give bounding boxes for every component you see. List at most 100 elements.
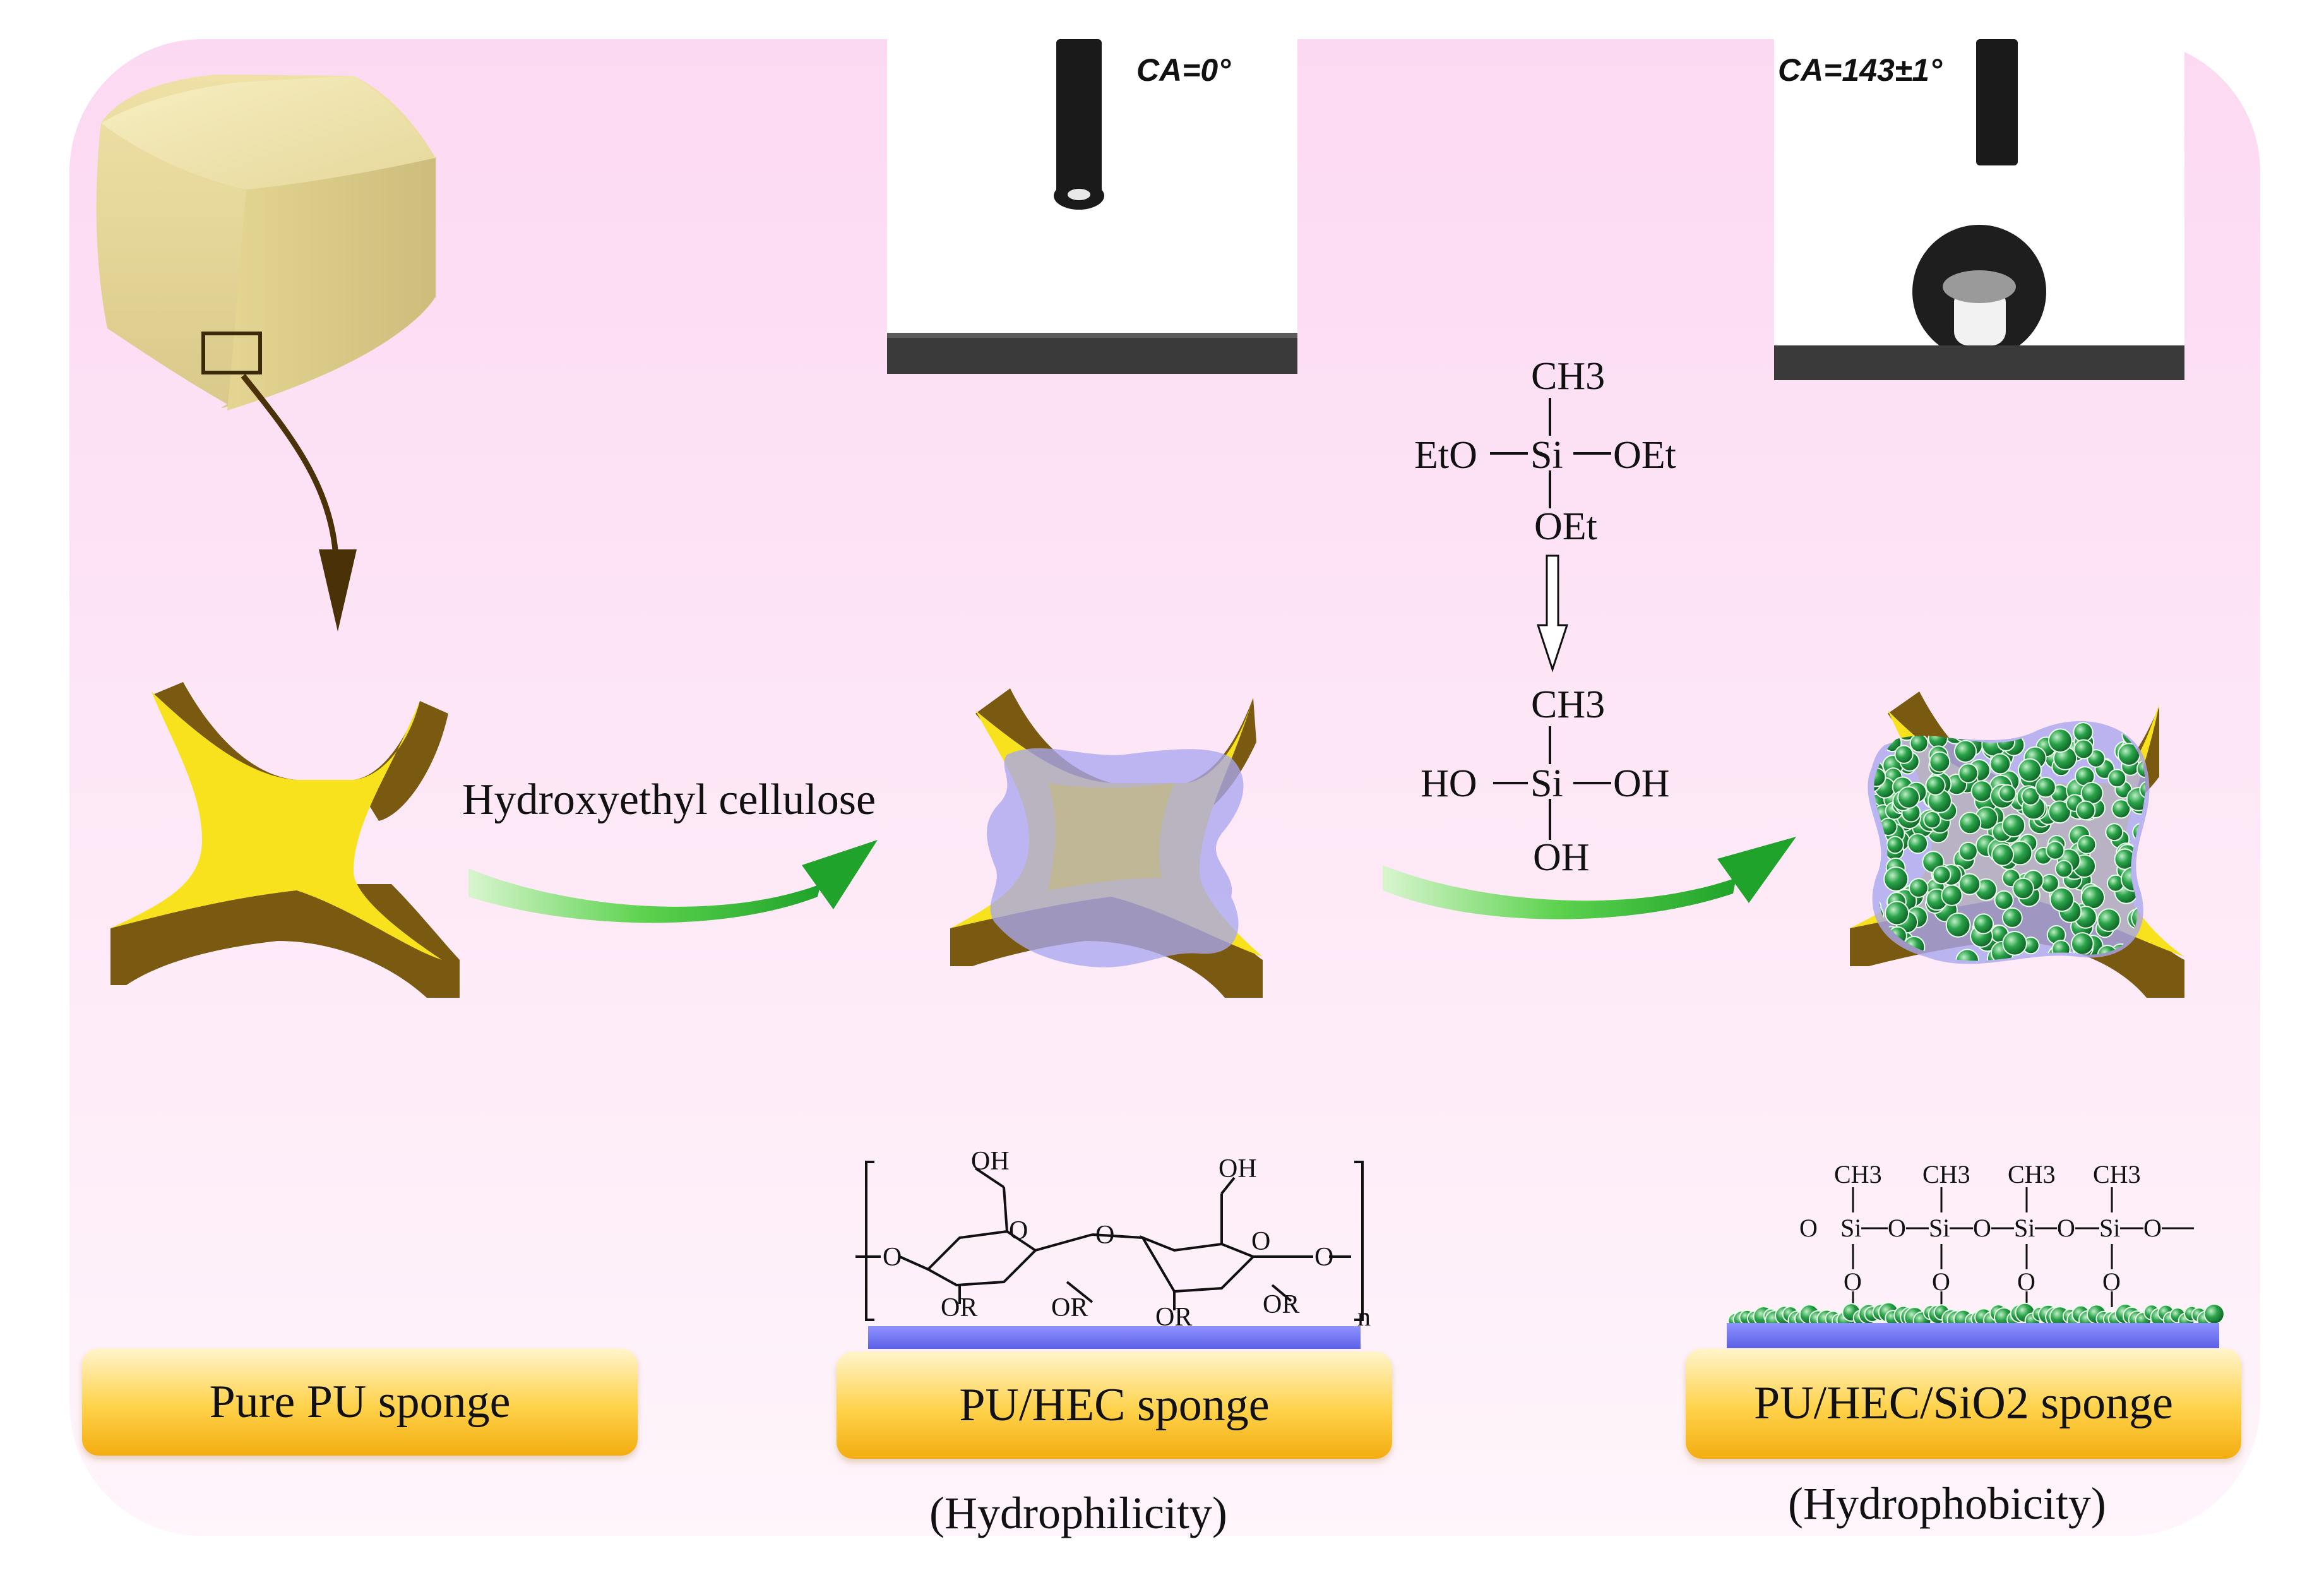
silane-bonds <box>1490 398 1611 840</box>
sio2-particle <box>2139 781 2145 799</box>
label-hydrophilicity: (Hydrophilicity) <box>929 1488 1227 1538</box>
sio2-particle <box>1958 841 1978 861</box>
sio2-particle <box>2128 718 2145 737</box>
sio2-particle <box>1925 775 1946 796</box>
sio2-particle <box>1958 873 1981 895</box>
silane-ch3-top: CH3 <box>1531 355 1606 398</box>
siloxane-o-down-3: O <box>2017 1267 2035 1296</box>
sio2-particle <box>1909 733 1929 753</box>
sio2-particle <box>1886 835 1904 854</box>
hec-oh-1: OH <box>971 1147 1010 1176</box>
sio2-particle <box>2138 866 2145 891</box>
sio2-particle <box>1994 890 2014 911</box>
silane-oh-right: OH <box>1613 762 1670 805</box>
hec-o-ring-1: O <box>1009 1216 1028 1245</box>
siloxane-o-5: O <box>2143 1214 2162 1242</box>
sio2-particle <box>2077 835 2097 854</box>
silane-si-top: Si <box>1530 434 1563 477</box>
sio2-particle <box>1958 811 1982 835</box>
silane-si-bottom: Si <box>1530 762 1563 805</box>
hec-substrate <box>868 1326 1361 1349</box>
sio2-particle <box>2080 885 2106 910</box>
sio2-particle <box>2075 800 2096 821</box>
sio2-particle <box>1923 811 1941 829</box>
contact-angle-image-hydrophilic: CA=0° <box>887 39 1297 374</box>
sio2-particle <box>2097 908 2121 932</box>
siloxane-o-4: O <box>2057 1214 2075 1242</box>
sio2-particle <box>2071 932 2094 955</box>
sio2-particle <box>1970 780 1993 803</box>
hydrolysis-arrow <box>1536 554 1569 673</box>
hec-repeat-unit <box>855 1161 1364 1321</box>
siloxane-si-1: Si <box>1840 1214 1862 1242</box>
sio2-particle <box>1885 901 1910 926</box>
sio2-particle <box>2073 739 2094 760</box>
hec-o-link-right: O <box>1314 1243 1334 1272</box>
sio2-particle <box>2001 813 2026 837</box>
siloxane-ch3-2: CH3 <box>1922 1160 1970 1188</box>
sio2-particle <box>2054 859 2073 878</box>
sio2-sponge-strut <box>1850 691 2184 998</box>
hec-sponge-strut <box>950 688 1263 998</box>
silane-oet-right: OEt <box>1613 434 1676 477</box>
water-droplet-bead <box>1774 39 2184 380</box>
sio2-particle <box>2046 841 2065 860</box>
reagent-hydroxyethyl-cellulose: Hydroxyethyl cellulose <box>462 775 876 824</box>
sio2-particle <box>2049 887 2075 912</box>
silane-eto: EtO <box>1414 434 1477 477</box>
sio2-particle <box>2048 800 2071 824</box>
sio2-particle <box>2021 787 2041 806</box>
siloxane-ch3-1: CH3 <box>1834 1160 1882 1188</box>
sio2-particle <box>1894 745 1914 764</box>
sio2-particle <box>1945 913 1971 938</box>
hec-repeat-n: n <box>1357 1303 1371 1332</box>
sio2-particle <box>1991 843 2015 866</box>
sio2-particle <box>2105 823 2124 842</box>
siloxane-o-3: O <box>1973 1214 1991 1242</box>
sio2-particle <box>1932 865 1952 885</box>
hec-or-2: OR <box>1051 1293 1088 1322</box>
sio2-particle <box>2136 759 2145 779</box>
contact-angle-label-hydrophobic: CA=143±1° <box>1778 52 1943 88</box>
sio2-particle <box>1897 786 1921 809</box>
siloxane-o-down-2: O <box>1932 1267 1950 1296</box>
hec-o-ring-2: O <box>1251 1227 1271 1256</box>
siloxane-o-down-1: O <box>1844 1267 1862 1296</box>
sio2-particle <box>2001 907 2023 928</box>
sio2-particle <box>2107 769 2127 788</box>
sio2-particle <box>1989 753 2011 775</box>
process-arrow-sio2[interactable] <box>1383 837 1796 919</box>
sio2-particle <box>2012 877 2034 900</box>
label-hydrophobicity: (Hydrophobicity) <box>1788 1478 2106 1529</box>
hec-oh-2: OH <box>1219 1154 1257 1183</box>
sio2-particle <box>1909 878 1929 898</box>
hec-or-1: OR <box>941 1293 978 1322</box>
hec-or-4: OR <box>1263 1290 1300 1319</box>
sio2-particle <box>2017 758 2042 782</box>
sio2-particle <box>1958 763 1979 784</box>
sio2-particle <box>1874 832 1880 854</box>
sio2-particle <box>1941 884 1963 906</box>
sio2-particle <box>2140 875 2145 894</box>
sio2-particle <box>1953 739 1977 763</box>
sio2-substrate <box>1727 1323 2219 1348</box>
sio2-particle <box>1973 913 1994 935</box>
sponge-cube-photo <box>96 75 436 410</box>
sio2-particle <box>2111 799 2131 819</box>
silane-ho: HO <box>1421 762 1477 805</box>
sio2-particle <box>1998 784 2017 803</box>
hec-o-glycosidic: O <box>1095 1221 1115 1250</box>
hec-o-link-left: O <box>883 1243 902 1272</box>
siloxane-ch3-4: CH3 <box>2093 1160 2141 1188</box>
sio2-particle <box>1955 949 1980 961</box>
pure-sponge-strut <box>110 682 460 998</box>
siloxane-si-3: Si <box>2014 1214 2035 1242</box>
siloxane-o-2: O <box>1888 1214 1906 1242</box>
sio2-particle <box>1883 866 1909 892</box>
sio2-particle <box>1929 751 1951 773</box>
siloxane-ch3-3: CH3 <box>2008 1160 2056 1188</box>
process-arrow-hec[interactable] <box>468 840 878 923</box>
contact-angle-label-hydrophilic: CA=0° <box>1136 52 1231 88</box>
